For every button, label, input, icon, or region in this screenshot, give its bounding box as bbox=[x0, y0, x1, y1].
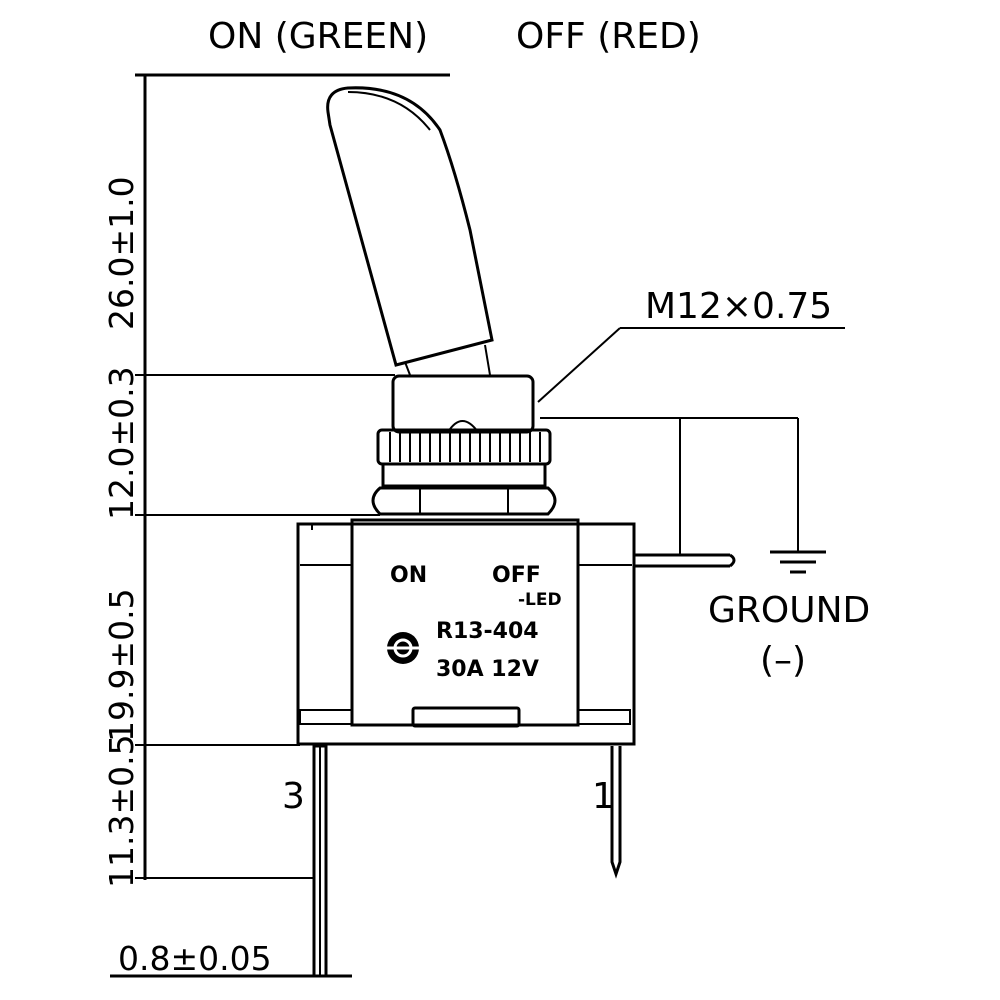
thread-callout-label: M12×0.75 bbox=[645, 286, 832, 327]
dim-body-height: 19.9±0.5 bbox=[102, 588, 141, 742]
body-on-text: ON bbox=[390, 563, 427, 588]
body-rating-text: 30A 12V bbox=[436, 657, 539, 682]
dim-terminal-thickness: 0.8±0.05 bbox=[118, 939, 272, 978]
ground-polarity-label: (–) bbox=[760, 640, 806, 681]
led-indicator-icon bbox=[387, 632, 420, 664]
body-model-text: R13-404 bbox=[436, 619, 539, 644]
dim-terminal-length: 11.3±0.5 bbox=[102, 734, 141, 888]
terminal-1 bbox=[610, 746, 622, 879]
threaded-bushing bbox=[376, 374, 552, 488]
thread-callout-leader bbox=[537, 327, 845, 403]
hex-nut bbox=[371, 486, 557, 516]
off-red-label: OFF (RED) bbox=[516, 16, 701, 57]
switch-body bbox=[296, 518, 636, 746]
on-green-label: ON (GREEN) bbox=[208, 16, 428, 57]
toggle-lever bbox=[326, 86, 494, 376]
terminal-1-label: 1 bbox=[592, 776, 615, 817]
ground-label: GROUND bbox=[708, 590, 870, 631]
dim-lever-height: 26.0±1.0 bbox=[102, 176, 141, 330]
ground-symbol-icon bbox=[770, 550, 826, 574]
ground-terminal bbox=[540, 417, 799, 568]
body-off-text: OFF bbox=[492, 563, 541, 588]
dim-bushing-height: 12.0±0.3 bbox=[102, 366, 141, 520]
terminal-3-label: 3 bbox=[282, 776, 305, 817]
body-led-text: -LED bbox=[518, 590, 562, 610]
terminal-3 bbox=[312, 744, 328, 978]
